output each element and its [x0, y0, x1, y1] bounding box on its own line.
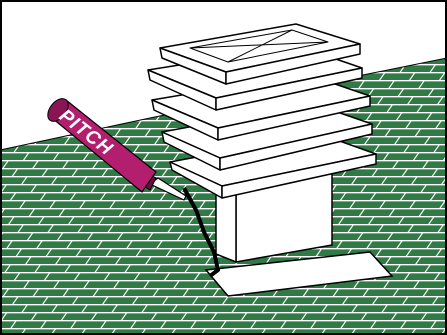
roof-vent-illustration: PITCH [0, 0, 447, 335]
illustration-frame: PITCH [0, 0, 447, 335]
